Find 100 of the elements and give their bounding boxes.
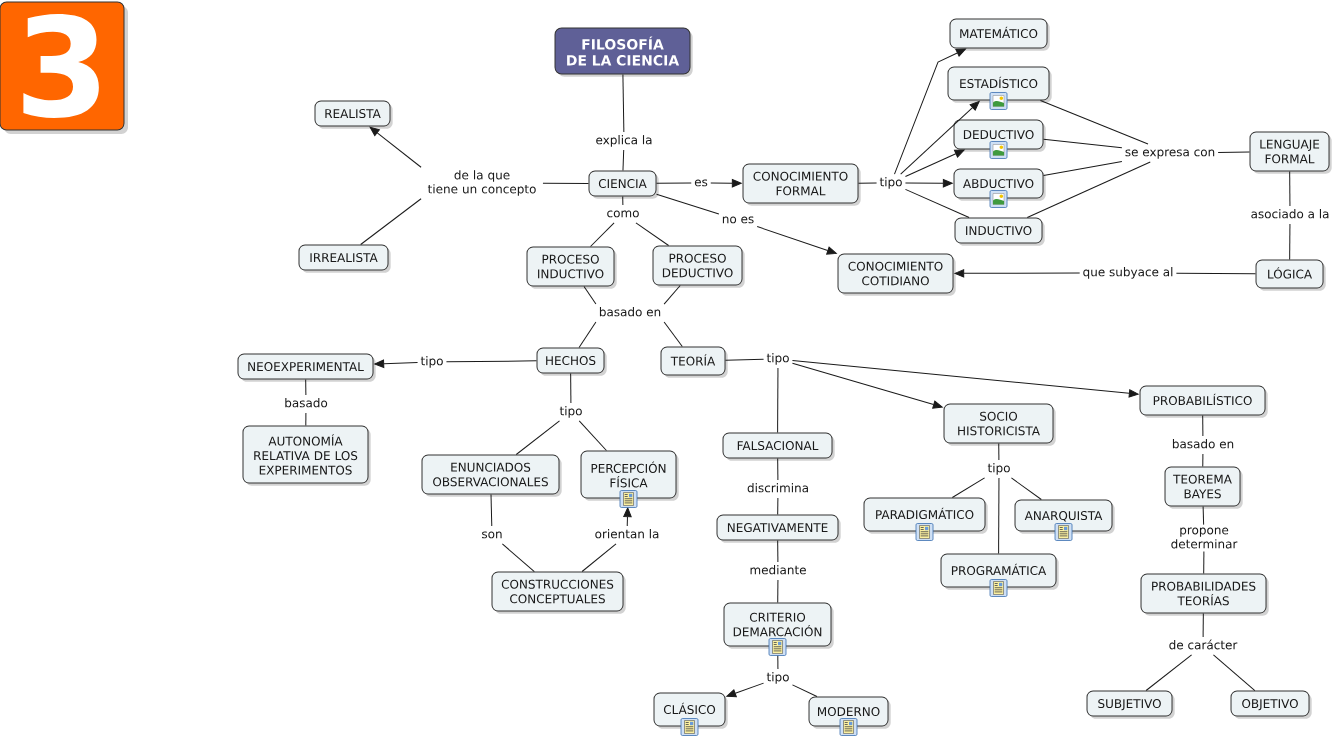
connector-line <box>791 684 818 697</box>
arrow <box>623 507 632 527</box>
linking-phrase: tipo <box>559 406 582 418</box>
connector-line <box>1202 506 1205 526</box>
linking-phrase: explica la <box>596 135 652 147</box>
concept-box: CLÁSICO <box>653 692 728 729</box>
concept-box: CIENCIA <box>588 170 659 199</box>
linking-phrase: asociado a la <box>1251 209 1329 219</box>
connector-line <box>490 494 493 527</box>
connector-line <box>777 497 779 515</box>
connector-line <box>1039 100 1149 145</box>
concept-box: MODERNO <box>808 696 891 729</box>
linking-phrase: discrimina <box>747 483 808 493</box>
concept-box: ANARQUISTA <box>1014 499 1115 534</box>
connector-line <box>305 379 307 396</box>
connector-line <box>998 477 1000 554</box>
concept-box: CONSTRUCCIONES CONCEPTUALES <box>491 571 626 614</box>
connector-line <box>581 543 617 572</box>
connector-line <box>951 477 986 498</box>
concept-box: PROBABILIDADES TEORÍAS <box>1140 573 1269 616</box>
arrow <box>894 48 966 175</box>
concept-box: CONOCIMIENTO COTIDIANO <box>837 253 956 296</box>
connector-line <box>360 198 422 245</box>
concept-box: ENUNCIADOS OBSERVACIONALES <box>421 454 562 497</box>
connector-line <box>1289 223 1291 260</box>
arrow <box>791 362 943 409</box>
connector-line <box>570 373 572 404</box>
linking-phrase: no es <box>722 216 754 224</box>
arrow <box>900 100 980 175</box>
connector-line <box>777 367 779 433</box>
connector-line <box>725 358 765 361</box>
linking-phrase: mediante <box>750 565 806 575</box>
concept-box: CONOCIMIENTO FORMAL <box>742 163 861 206</box>
concept-box: SUBJETIVO <box>1086 690 1175 719</box>
concept-box: PERCEPCIÓN FÍSICA <box>580 450 679 501</box>
connector-line <box>1212 654 1256 691</box>
linking-phrase: tipo <box>987 463 1010 475</box>
concept-box: LENGUAJE FORMAL <box>1249 131 1332 174</box>
concept-box: PARADIGMÁTICO <box>863 497 988 534</box>
concept-box: CRITERIO DEMARCACIÓN <box>723 602 834 649</box>
concept-box: ABDUCTIVO <box>953 168 1046 201</box>
connector-line <box>998 443 1000 461</box>
connector-line <box>1217 151 1250 153</box>
connector-line <box>501 543 535 572</box>
concept-box: HECHOS <box>536 347 607 376</box>
linking-phrase: como <box>607 210 639 218</box>
connector-line <box>1145 654 1193 691</box>
linking-phrase: de la que tiene un concepto <box>427 170 536 196</box>
connector-line <box>622 196 624 206</box>
connector-line <box>1043 161 1123 176</box>
connector-line <box>515 420 560 455</box>
connector-line <box>1010 477 1042 500</box>
linking-phrase: que subyace al <box>1083 267 1173 279</box>
linking-phrase: es <box>694 179 708 187</box>
linking-phrase: tipo <box>420 356 443 368</box>
concept-box: NEGATIVAMENTE <box>716 514 841 543</box>
number-tile: 3 <box>0 1 128 134</box>
arrow <box>756 226 837 255</box>
arrow <box>791 359 1139 398</box>
linking-phrase: basado <box>285 398 328 408</box>
concept-box: MATEMÁTICO <box>949 18 1050 51</box>
concept-box: INDUCTIVO <box>954 217 1045 246</box>
connector-line <box>1203 550 1205 574</box>
connector-line <box>777 458 779 481</box>
connector-line <box>1202 613 1204 638</box>
linking-phrase: tipo <box>879 177 902 189</box>
connector-line <box>542 182 589 184</box>
concept-box: TEOREMA BAYES <box>1164 466 1243 509</box>
linking-phrase: basado en <box>599 307 661 317</box>
connector-line <box>777 540 779 563</box>
connector-line <box>590 222 615 247</box>
arrow <box>710 178 742 188</box>
connector-line <box>1043 138 1123 149</box>
connector-line <box>1202 415 1204 437</box>
connector-line <box>656 182 692 184</box>
concept-box: PROBABILÍSTICO <box>1139 385 1268 418</box>
connector-line <box>1202 453 1204 467</box>
arrow <box>374 359 419 368</box>
connector-line <box>305 412 307 426</box>
concept-box: REALISTA <box>314 100 393 129</box>
connector-line <box>777 654 779 670</box>
connector-line <box>622 74 625 133</box>
connector-line <box>622 149 625 171</box>
arrow <box>369 126 422 168</box>
connector-line <box>445 360 537 363</box>
connector-line <box>578 420 607 451</box>
connector-line <box>635 222 670 246</box>
linking-phrase: propone determinar <box>1171 527 1238 549</box>
concept-box: TEORÍA <box>660 346 728 378</box>
linking-phrase: de carácter <box>1169 639 1238 650</box>
connector-line <box>777 579 779 603</box>
arrow <box>954 269 1081 278</box>
concept-box: AUTONOMÍA RELATIVA DE LOS EXPERIMENTOS <box>242 425 371 486</box>
title-box: FILOSOFÍA DE LA CIENCIA <box>554 27 693 77</box>
concept-box: PROGRAMÁTICA <box>940 553 1059 590</box>
linking-phrase: orientan la <box>595 529 659 539</box>
connector-line <box>1175 272 1256 275</box>
connector-line <box>583 286 597 305</box>
concept-box: NEOEXPERIMENTAL <box>237 353 376 382</box>
concept-box: ESTADÍSTICO <box>947 66 1052 103</box>
